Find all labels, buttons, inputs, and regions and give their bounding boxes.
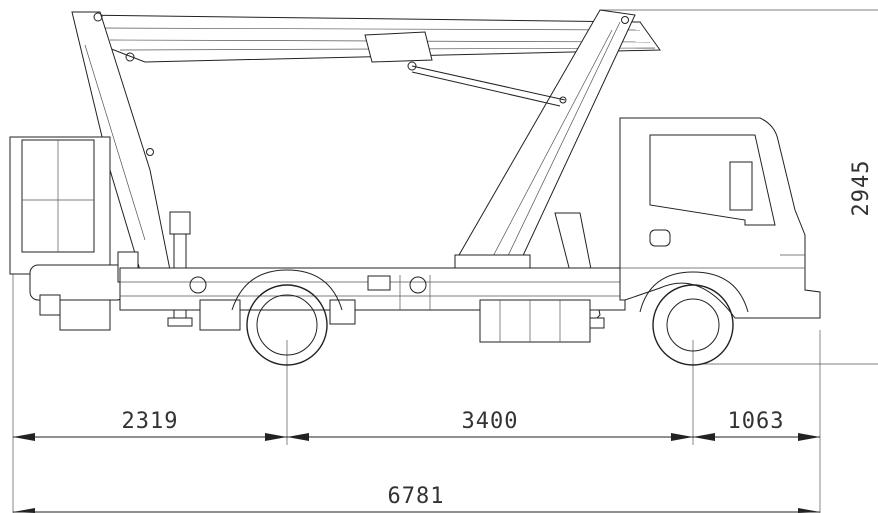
chassis [119,254,626,343]
dim-front-overhang: 1063 [728,409,785,434]
front-wheel [639,271,749,366]
boom-assembly [71,9,661,271]
rear-wheel [231,269,343,366]
dim-overall-length: 6781 [388,484,445,509]
cab [619,117,821,319]
dim-rear-overhang: 2319 [122,409,179,434]
dimension-lines [13,433,820,513]
dim-height: 2945 [849,160,874,217]
extension-lines [12,9,878,513]
dim-wheelbase: 3400 [462,409,519,434]
